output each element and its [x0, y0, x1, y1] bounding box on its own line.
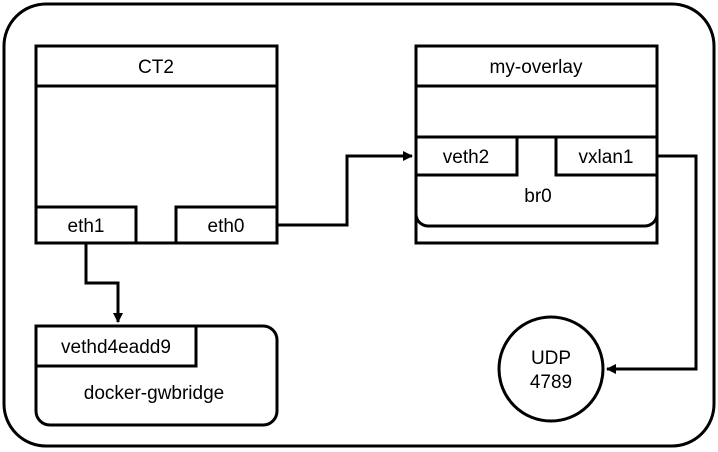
connector-vxlan1-to-udp — [606, 154, 698, 374]
vethd4eadd9-label: vethd4eadd9 — [61, 337, 171, 358]
connector-eth0-to-veth2 — [277, 151, 413, 227]
ct2-title: CT2 — [138, 57, 174, 78]
vxlan1-port[interactable] — [554, 135, 659, 177]
ct2-eth0-label: eth0 — [208, 216, 245, 237]
container-ct2: CT2 eth1 eth0 — [34, 44, 279, 245]
network-docker-gwbridge: vethd4eadd9 docker-gwbridge — [34, 324, 279, 427]
ct2-eth0-port[interactable] — [174, 205, 279, 245]
udp-endpoint: UDP 4789 — [497, 315, 605, 423]
veth2-label: veth2 — [443, 147, 489, 168]
vethd4eadd9-port[interactable] — [34, 324, 198, 368]
gwbridge-label: docker-gwbridge — [84, 383, 224, 404]
br0-label: br0 — [524, 186, 551, 207]
vxlan1-label: vxlan1 — [579, 147, 634, 168]
overlay-title: my-overlay — [490, 57, 583, 78]
veth2-port[interactable] — [414, 135, 519, 177]
udp-line1: UDP — [531, 348, 571, 369]
network-my-overlay: my-overlay br0 veth2 vxlan1 — [414, 44, 659, 245]
connector-eth1-to-vethd4eadd9 — [84, 243, 123, 323]
ct2-eth1-label: eth1 — [68, 216, 105, 237]
udp-circle — [497, 315, 605, 423]
udp-line2: 4789 — [530, 372, 572, 393]
